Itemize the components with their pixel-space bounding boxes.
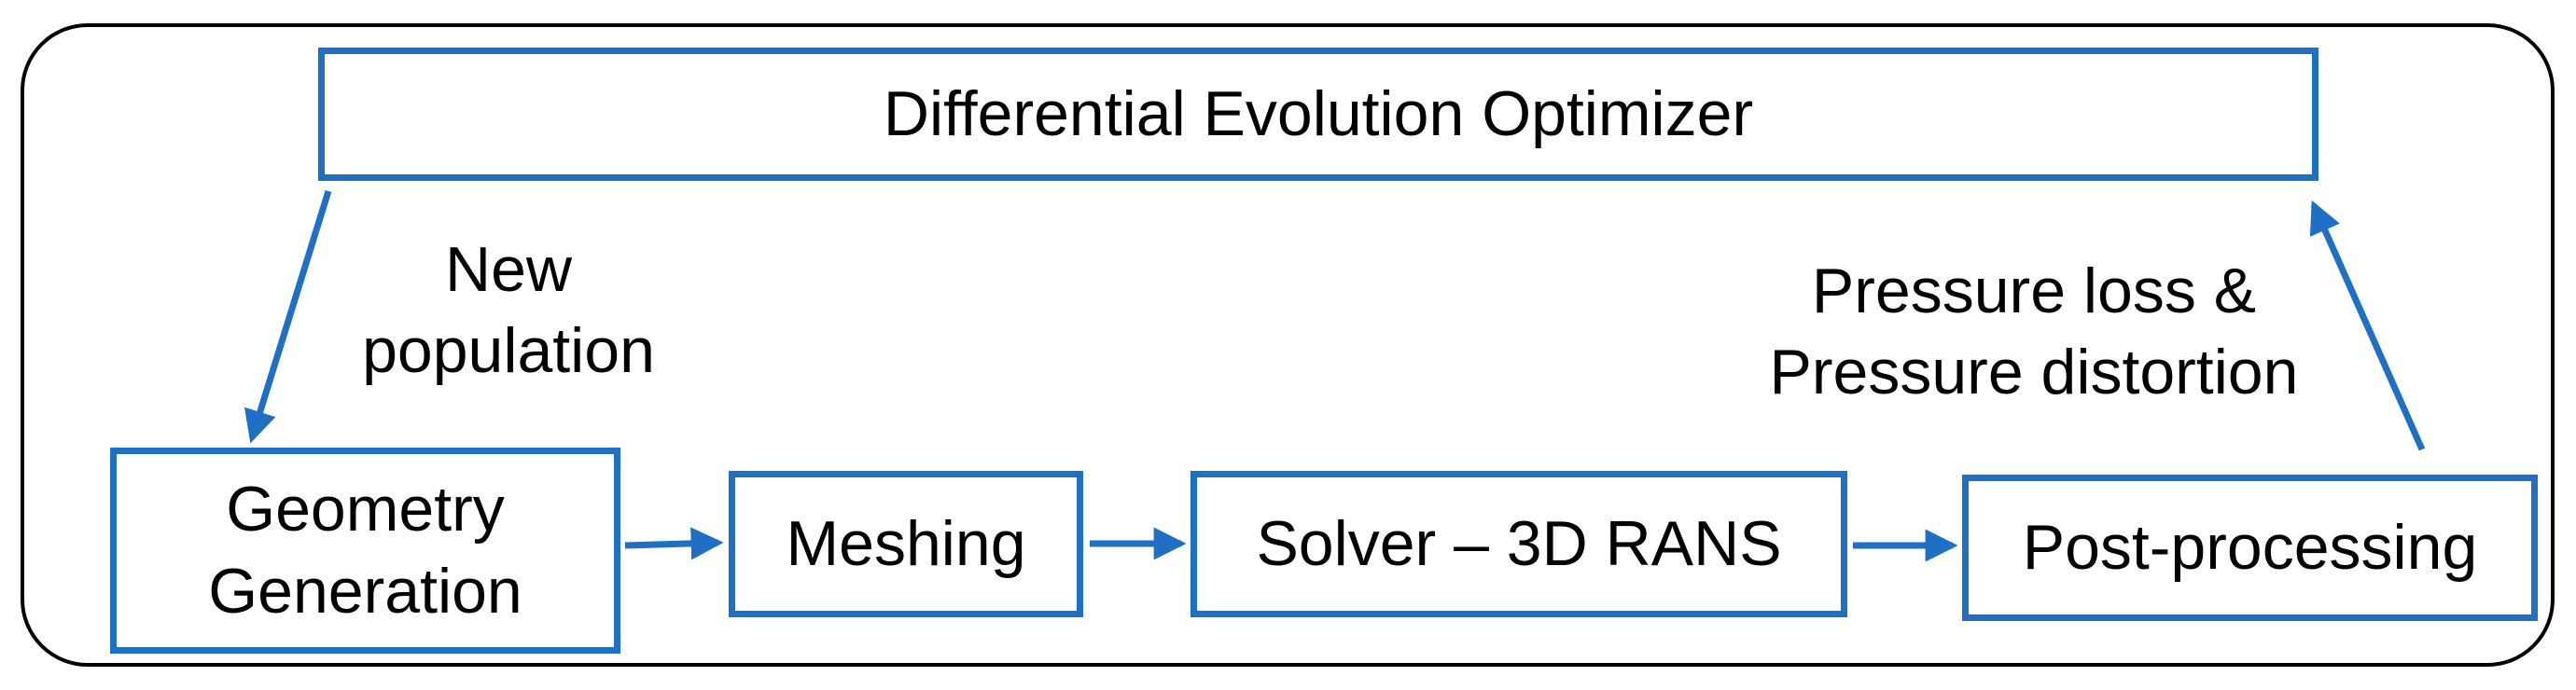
arrow-geometry-to-meshing <box>624 527 724 560</box>
geometry-label-line-2: Generation <box>208 555 522 627</box>
optimizer-label: Differential Evolution Optimizer <box>883 77 1754 149</box>
optimizer-box: Differential Evolution Optimizer <box>318 48 2318 181</box>
solver-box: Solver – 3D RANS <box>1191 471 1847 617</box>
post-processing-label: Post-processing <box>2022 511 2478 583</box>
pressure-line-2: Pressure distortion <box>1769 337 2299 408</box>
arrow-optimizer-to-geometry <box>244 189 332 444</box>
new-population-label: New population <box>317 229 700 392</box>
pressure-line-1: Pressure loss & <box>1811 255 2257 326</box>
outer-frame <box>21 23 2555 667</box>
new-population-line-1: New <box>444 234 573 305</box>
new-population-line-2: population <box>362 315 655 387</box>
meshing-label: Meshing <box>786 507 1026 579</box>
geometry-label-line-1: Geometry <box>226 474 505 545</box>
meshing-box: Meshing <box>729 471 1083 617</box>
arrow-post-to-optimizer <box>2309 200 2426 451</box>
post-processing-box: Post-processing <box>1962 475 2538 621</box>
pressure-metrics-label: Pressure loss & Pressure distortion <box>1679 251 2388 413</box>
geometry-generation-box: Geometry Generation <box>110 448 620 654</box>
solver-label: Solver – 3D RANS <box>1256 507 1782 579</box>
